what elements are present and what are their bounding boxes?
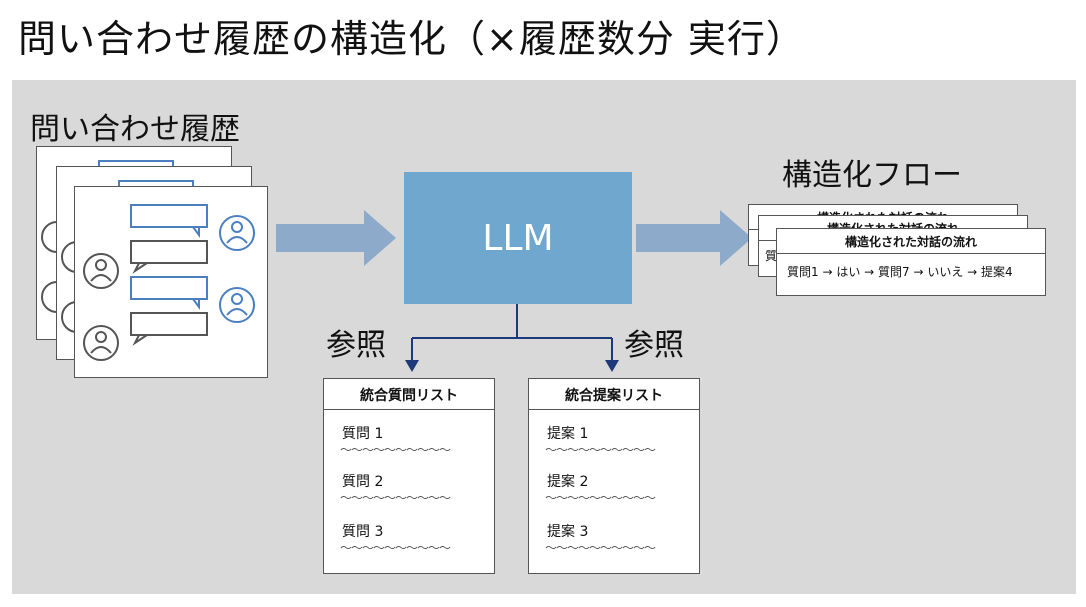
question-item-1: 質問 1	[342, 426, 384, 442]
flow-card-title: 構造化された対話の流れ	[777, 229, 1045, 254]
question-list-doc: 統合質問リスト 質問 1 ～～～～～～～～～～ 質問 2 ～～～～～～～～～～ …	[323, 378, 495, 574]
flow-card-front: 構造化された対話の流れ 質問1 → はい → 質問7 → いいえ → 提案4	[776, 228, 1046, 296]
question-item-3: 質問 3	[342, 524, 384, 540]
question-item-2: 質問 2	[342, 474, 384, 490]
question-list-title: 統合質問リスト	[324, 379, 494, 410]
proposal-item-3: 提案 3	[547, 524, 589, 540]
reference-connector	[405, 304, 619, 372]
history-card-front	[74, 186, 268, 378]
proposal-item-1: 提案 1	[547, 426, 589, 442]
flow-card-middle-body: 質	[765, 249, 778, 263]
chat-bubbles-and-avatars	[83, 204, 255, 361]
flow-card-body: 質問1 → はい → 質問7 → いいえ → 提案4	[787, 265, 1013, 279]
proposal-list-doc: 統合提案リスト 提案 1 ～～～～～～～～～～ 提案 2 ～～～～～～～～～～ …	[528, 378, 700, 574]
proposal-item-2-text: ～～～～～～～～～～	[545, 491, 656, 505]
proposal-item-3-text: ～～～～～～～～～～	[545, 541, 656, 555]
arrow-history-to-llm	[276, 210, 396, 266]
proposal-item-2: 提案 2	[547, 474, 589, 490]
history-label: 問い合わせ履歴	[30, 112, 240, 147]
llm-box: LLM	[404, 172, 632, 304]
reference-label-left: 参照	[326, 328, 386, 363]
reference-label-right: 参照	[624, 328, 684, 363]
page-title: 問い合わせ履歴の構造化（×履歴数分 実行）	[18, 17, 805, 61]
question-item-1-text: ～～～～～～～～～～	[340, 443, 451, 457]
arrow-llm-to-flow	[636, 210, 752, 266]
question-item-2-text: ～～～～～～～～～～	[340, 491, 451, 505]
proposal-list-title: 統合提案リスト	[529, 379, 699, 410]
question-item-3-text: ～～～～～～～～～～	[340, 541, 451, 555]
proposal-item-1-text: ～～～～～～～～～～	[545, 443, 656, 457]
flow-label: 構造化フロー	[782, 158, 962, 193]
